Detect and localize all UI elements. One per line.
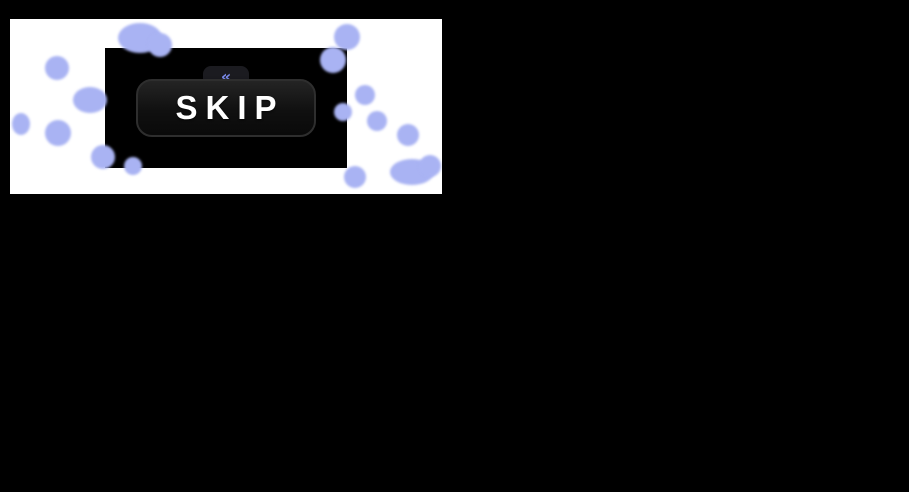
skip-button[interactable]: SKIP bbox=[136, 79, 316, 137]
game-viewport: « SKIP bbox=[10, 19, 442, 194]
skip-button-label: SKIP bbox=[175, 89, 285, 126]
double-chevron-left-icon: « bbox=[220, 67, 232, 86]
skip-overlay-panel: « SKIP bbox=[105, 48, 347, 168]
